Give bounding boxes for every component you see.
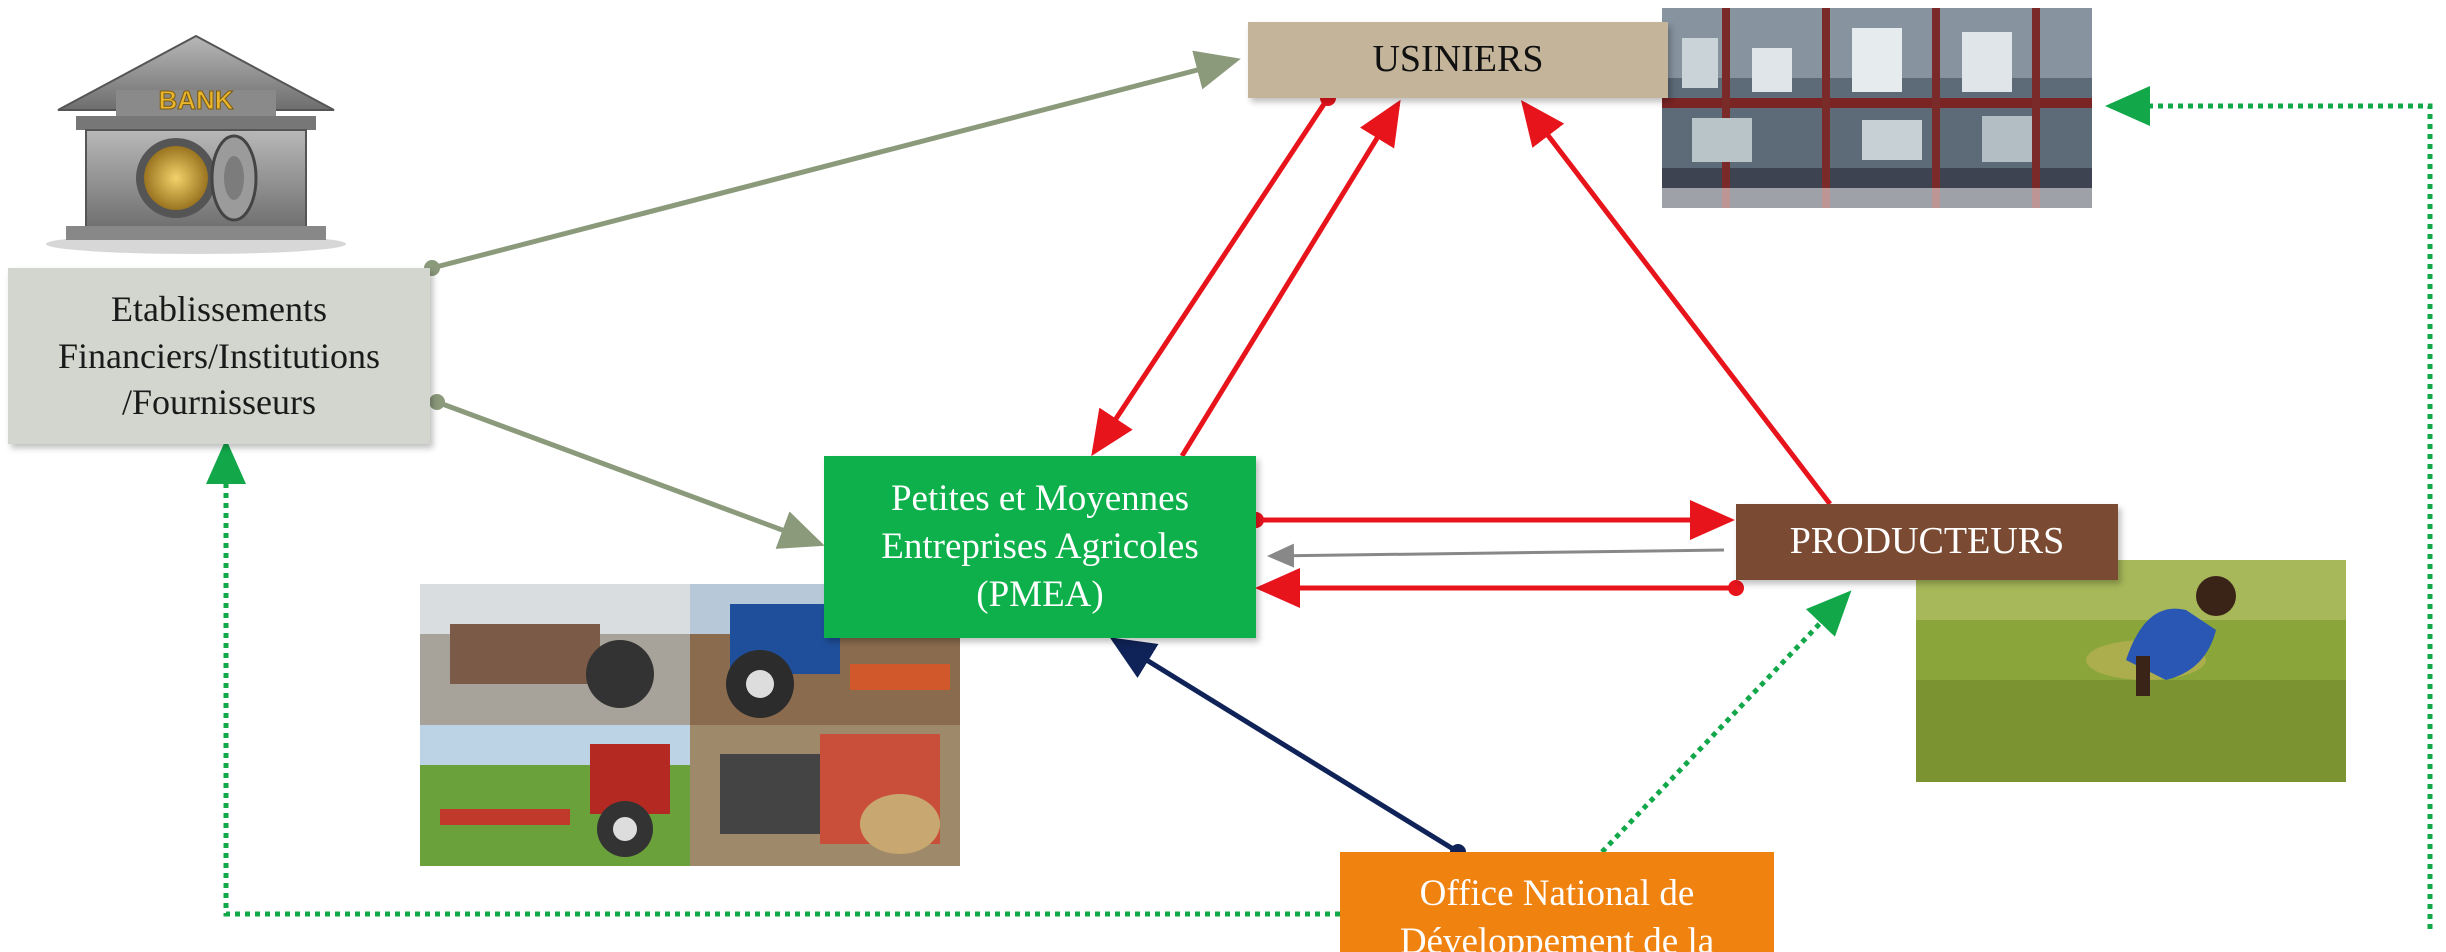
pmea-to-producteurs-arrow [1248, 500, 1735, 540]
usiniers-node: USINIERS [1248, 22, 1668, 98]
office-to-usiniers-dotted-arrow [2105, 86, 2433, 929]
producteurs-to-usiniers-arrow [1520, 100, 1832, 506]
bank-sign: BANK [158, 85, 233, 115]
pmea-node: Petites et Moyennes Entreprises Agricole… [824, 456, 1256, 638]
bank-icon: BANK [46, 34, 346, 254]
office-national-node: Office National de Développement de la [1340, 852, 1774, 952]
office-to-producteurs-dotted-arrow [1600, 590, 1852, 854]
financial-institutions-label: Etablissements Financiers/Institutions /… [58, 288, 380, 423]
rice-field-farmer-photo [1916, 560, 2346, 782]
producteurs-node: PRODUCTEURS [1736, 504, 2118, 580]
producteurs-to-pmea-thin-arrow [1267, 543, 1725, 568]
value-chain-diagram: BANK [8, 8, 2433, 952]
pmea-to-usiniers-arrow [1179, 99, 1401, 458]
producteurs-label: PRODUCTEURS [1789, 520, 2065, 563]
producteurs-to-pmea-arrow [1255, 568, 1744, 608]
pmea-label: Petites et Moyennes Entreprises Agricole… [881, 477, 1199, 616]
finance-to-usiniers-arrow [424, 50, 1241, 276]
office-to-pmea-arrow [1109, 637, 1466, 860]
finance-to-pmea-arrow [429, 394, 825, 549]
usiniers-label: USINIERS [1372, 38, 1544, 81]
financial-institutions-node: Etablissements Financiers/Institutions /… [8, 268, 430, 444]
connectors [206, 50, 2433, 929]
office-national-label: Office National de Développement de la [1399, 873, 1715, 952]
office-to-finance-dotted-arrow [206, 439, 1340, 917]
rice-mill-photo [1662, 8, 2092, 208]
